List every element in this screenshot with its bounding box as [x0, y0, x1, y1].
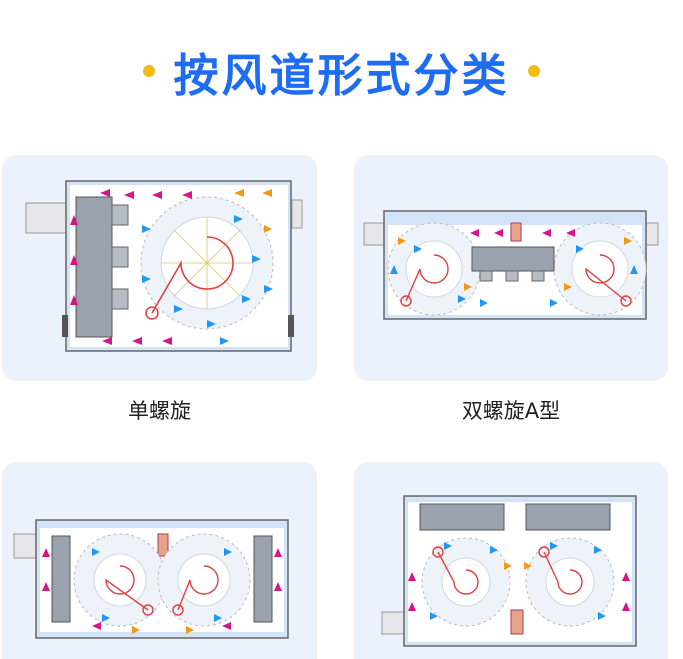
airflow-arrows-orange [504, 562, 532, 570]
airflow-arrows-magenta [470, 229, 575, 237]
drive-motor-right [172, 604, 184, 616]
caption-single-spiral: 单螺旋 [128, 399, 191, 423]
diagram-card-3[interactable] [2, 462, 317, 659]
double-spiral-b-diagram [13, 519, 289, 639]
double-spiral-c-diagram [381, 495, 637, 647]
airflow-arrows-blue [142, 215, 273, 345]
airflow-arrows-orange [132, 626, 194, 634]
airflow-arrows-magenta [408, 572, 630, 611]
evaporator-coil-right [253, 535, 273, 623]
airflow-arrows-orange [234, 189, 272, 233]
airflow-arrows-blue [390, 245, 638, 307]
page-title: 按风道形式分类 [173, 48, 510, 102]
air-inlet-pipe [363, 222, 387, 246]
diagram-card-single-spiral[interactable] [2, 155, 317, 381]
airflow-arrows-magenta [70, 189, 192, 345]
airflow-arrows-magenta [42, 548, 282, 630]
drive-motor-left [432, 546, 444, 558]
evaporator-coil-left [51, 535, 71, 623]
drive-motor-right [620, 295, 632, 307]
caption-double-spiral-a: 双螺旋A型 [461, 399, 561, 423]
double-spiral-a-diagram [363, 210, 659, 320]
bullet-dot-left [143, 65, 156, 77]
evaporator-coil-left [419, 503, 505, 531]
airflow-arrows-orange [398, 237, 632, 291]
single-spiral-diagram [25, 180, 303, 352]
outlet-flange [291, 199, 303, 229]
bottom-heater [510, 609, 524, 635]
spiral-belt [151, 236, 234, 314]
diagram-card-4[interactable] [354, 462, 668, 659]
drive-motor-left [400, 295, 412, 307]
air-inlet-pipe [381, 611, 407, 635]
evaporator-coil [471, 246, 555, 272]
airflow-arrows-blue [92, 548, 232, 622]
section-header: 按风道形式分类 [0, 36, 683, 106]
evaporator-coil [75, 196, 113, 338]
bullet-dot-right [527, 65, 540, 77]
drive-motor-right [538, 546, 550, 558]
evaporator-coil-right [525, 503, 611, 531]
air-inlet-pipe [25, 202, 67, 234]
drive-motor [145, 306, 159, 320]
side-bracket-right [288, 315, 294, 337]
center-heater [510, 222, 522, 242]
side-bracket-left [62, 315, 68, 337]
diagram-card-double-spiral-a[interactable] [354, 155, 668, 381]
airflow-arrows-blue [430, 542, 606, 620]
center-heater [157, 533, 169, 557]
drive-motor-left [142, 604, 154, 616]
